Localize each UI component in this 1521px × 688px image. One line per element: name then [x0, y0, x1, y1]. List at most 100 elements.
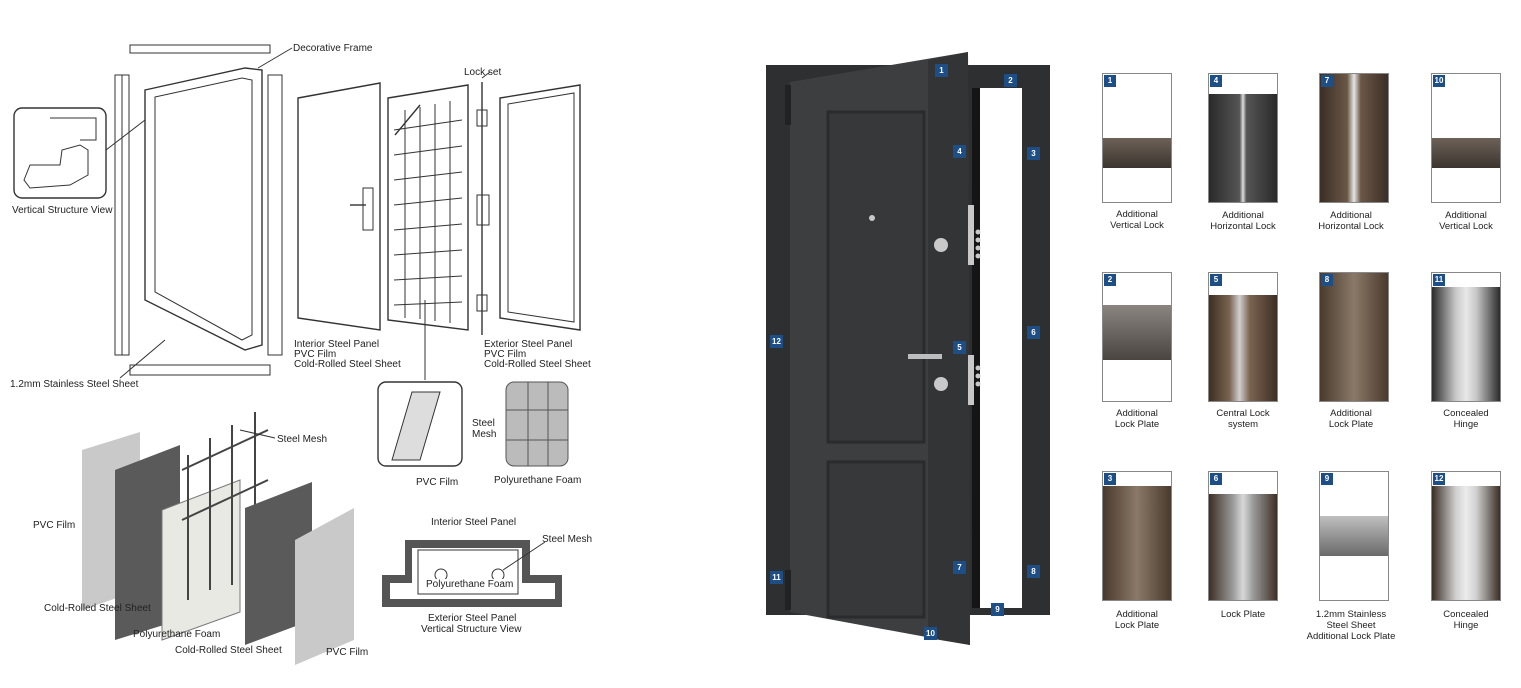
label-layer-cold-rolled-left: Cold-Rolled Steel Sheet: [44, 603, 151, 614]
door-upper-cylinder: [934, 238, 948, 252]
caption-tile-6: Lock Plate: [1220, 609, 1266, 620]
mesh-panel-brace: [394, 104, 421, 136]
detail-tile-11: 11: [1431, 272, 1501, 402]
label-exterior-panel-1: Exterior Steel Panel: [484, 339, 573, 350]
right-frame-rail: [267, 74, 283, 356]
label-lock-set: Lock set: [464, 67, 502, 78]
label-section-exterior: Exterior Steel Panel: [428, 613, 517, 624]
door-frame-outline: [144, 67, 263, 351]
tile-photo: [1209, 94, 1277, 202]
door-badge-1: 1: [935, 64, 948, 77]
detail-tile-7: 7: [1319, 73, 1389, 203]
mesh-panel-outline: [387, 84, 469, 331]
tile-photo: [1103, 486, 1171, 600]
door-hinge-top: [785, 85, 791, 125]
detail-tile-5: 5: [1208, 272, 1278, 402]
door-badge-8: 8: [1027, 565, 1040, 578]
detail-tile-9: 9: [1319, 471, 1389, 601]
label-exterior-panel-2: PVC Film: [484, 349, 527, 360]
tile-photo: [1103, 138, 1171, 168]
foam-zoom-box: [505, 381, 569, 467]
detail-tile-12: 12: [1431, 471, 1501, 601]
mesh-grid: [393, 101, 463, 323]
tile-photo: [1209, 295, 1277, 401]
tile-photo: [1432, 287, 1500, 401]
detail-tile-6: 6: [1208, 471, 1278, 601]
door-hinge-bottom: [785, 570, 791, 610]
tile-number: 3: [1104, 473, 1116, 485]
tile-photo: [1320, 273, 1388, 401]
label-exterior-panel-3: Cold-Rolled Steel Sheet: [484, 359, 591, 370]
interior-panel-outline: [297, 82, 381, 331]
structure-profile-top: [50, 117, 97, 141]
label-layer-pvc-right: PVC Film: [326, 647, 369, 658]
door-badge-4: 4: [953, 145, 966, 158]
detail-tile-10: 10: [1431, 73, 1501, 203]
door-edge-bolts: [968, 205, 981, 405]
label-vertical-structure-view: Vertical Structure View: [12, 205, 113, 216]
label-layer-cold-rolled-right: Cold-Rolled Steel Sheet: [175, 645, 282, 656]
tile-number: 4: [1210, 75, 1222, 87]
tile-number: 10: [1433, 75, 1445, 87]
top-frame-rail: [129, 44, 271, 54]
door-lower-panel: [826, 460, 926, 619]
lock-set-mortise: [476, 194, 490, 226]
label-section-steel-mesh: Steel Mesh: [542, 534, 593, 545]
label-section-interior: Interior Steel Panel: [431, 517, 517, 528]
door-peephole: [869, 215, 875, 221]
tile-photo: [1432, 486, 1500, 600]
label-steel-mesh-zoom: Steel Mesh: [472, 418, 497, 440]
tile-number: 8: [1321, 274, 1333, 286]
structure-profile-shape: [23, 144, 89, 189]
tile-number: 11: [1433, 274, 1445, 286]
tile-photo: [1432, 138, 1500, 168]
exploded-door-diagram: [13, 44, 581, 665]
layer-polyurethane: [161, 479, 241, 641]
interior-panel-handle-plate: [362, 187, 374, 231]
door-opening: [978, 88, 1022, 608]
door-badge-7: 7: [953, 561, 966, 574]
lock-set-top-bolt: [476, 109, 488, 127]
tile-photo: [1103, 305, 1171, 360]
label-interior-panel-3: Cold-Rolled Steel Sheet: [294, 359, 401, 370]
label-interior-panel-1: Interior Steel Panel: [294, 339, 380, 350]
detail-tile-3: 3: [1102, 471, 1172, 601]
bottom-frame-rail: [129, 364, 271, 376]
door-badge-3: 3: [1027, 147, 1040, 160]
door-badge-10: 10: [924, 627, 937, 640]
door-badge-2: 2: [1004, 74, 1017, 87]
detail-tile-1: 1: [1102, 73, 1172, 203]
label-layer-pvc-left: PVC Film: [33, 520, 76, 531]
label-section-foam: Polyurethane Foam: [426, 579, 514, 590]
decorative-frame-leader: [257, 47, 293, 69]
door-upper-panel: [826, 110, 926, 444]
tile-number: 5: [1210, 274, 1222, 286]
label-section-vertical-view: Vertical Structure View: [421, 624, 522, 635]
section-mesh-leader: [502, 541, 546, 571]
label-stainless-sheet: 1.2mm Stainless Steel Sheet: [10, 379, 139, 390]
exterior-panel-inner: [507, 92, 575, 323]
door-badge-6: 6: [1027, 326, 1040, 339]
stainless-sheet-leader: [119, 339, 166, 379]
tile-photo: [1209, 494, 1277, 600]
lock-set-bottom-bolt: [476, 294, 488, 312]
tile-number: 2: [1104, 274, 1116, 286]
detail-tile-2: 2: [1102, 272, 1172, 402]
label-pvc-film-zoom: PVC Film: [416, 477, 459, 488]
door-handle: [908, 354, 942, 359]
tile-number: 1: [1104, 75, 1116, 87]
tile-number: 6: [1210, 473, 1222, 485]
door-badge-12: 12: [770, 335, 783, 348]
tile-photo: [1320, 74, 1388, 202]
door-badge-9: 9: [991, 603, 1004, 616]
foam-zoom-mesh: [506, 382, 568, 466]
